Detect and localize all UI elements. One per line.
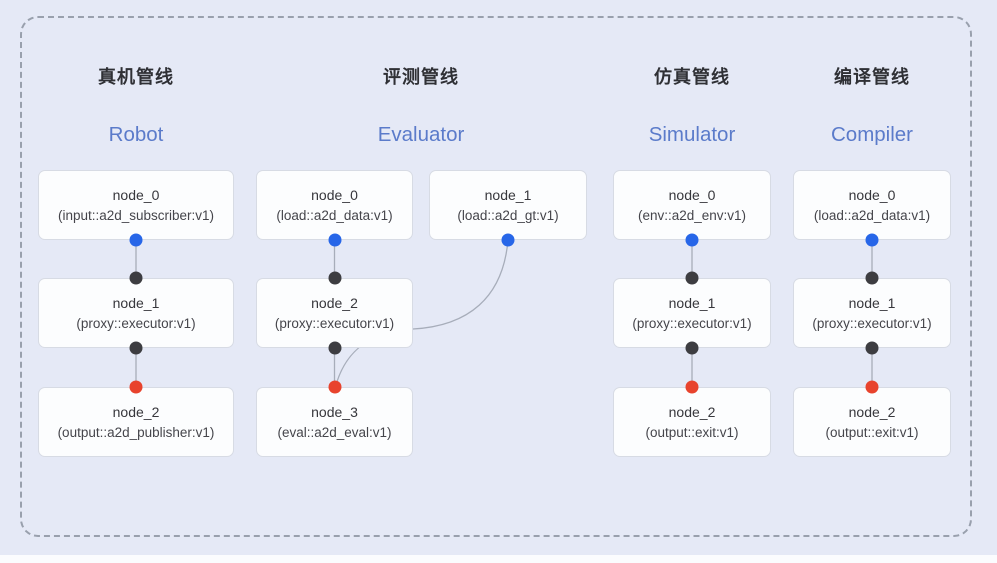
node-box-evaluator-node2: node_2 (proxy::executor:v1) [256,278,413,348]
pipeline-title-zh-compiler: 编译管线 [834,67,910,87]
pipeline-title-en-robot: Robot [108,123,164,146]
node-title: node_1 [112,294,160,311]
node-title: node_1 [848,294,896,311]
node-subtitle: (output::exit:v1) [825,424,919,440]
node-box-robot-node1: node_1 (proxy::executor:v1) [38,278,234,348]
port-dot-red [685,380,699,394]
node-box-robot-node0: node_0 (input::a2d_subscriber:v1) [38,170,234,240]
node-box-compiler-node0: node_0 (load::a2d_data:v1) [793,170,951,240]
node-title: node_1 [668,294,716,311]
port-dot-red [865,380,879,394]
node-box-simulator-node0: node_0 (env::a2d_env:v1) [613,170,771,240]
node-title: node_0 [112,186,160,203]
pipeline-title-en-simulator: Simulator [648,123,736,146]
bottom-strip [0,555,997,563]
node-subtitle: (load::a2d_data:v1) [813,207,931,223]
node-subtitle: (proxy::executor:v1) [812,315,932,331]
port-dot-blue [501,233,515,247]
node-subtitle: (input::a2d_subscriber:v1) [57,207,215,223]
node-title: node_3 [311,403,358,420]
port-dot-blue [328,233,341,247]
node-title: node_0 [668,186,716,203]
port-dot-blue [865,233,879,247]
port-dot-dark [129,341,143,355]
node-subtitle: (proxy::executor:v1) [274,315,395,331]
node-box-evaluator-node0: node_0 (load::a2d_data:v1) [256,170,413,240]
node-title: node_2 [668,403,716,420]
node-title: node_1 [484,186,532,203]
node-title: node_2 [311,294,358,311]
node-subtitle: (load::a2d_gt:v1) [457,207,559,223]
port-dot-dark [685,271,699,285]
node-subtitle: (proxy::executor:v1) [76,315,196,331]
port-dot-blue [129,233,143,247]
node-box-evaluator-node1: node_1 (load::a2d_gt:v1) [429,170,587,240]
port-dot-blue [685,233,699,247]
node-box-simulator-node1: node_1 (proxy::executor:v1) [613,278,771,348]
port-dot-dark [865,341,879,355]
node-box-compiler-node1: node_1 (proxy::executor:v1) [793,278,951,348]
node-subtitle: (output::a2d_publisher:v1) [57,424,215,440]
node-title: node_0 [311,186,358,203]
port-dot-red [129,380,143,394]
edge-eval-1-3-curve [335,239,509,386]
port-dot-red [328,380,341,394]
node-box-compiler-node2: node_2 (output::exit:v1) [793,387,951,457]
node-subtitle: (output::exit:v1) [645,424,739,440]
port-dot-dark [685,341,699,355]
node-box-simulator-node2: node_2 (output::exit:v1) [613,387,771,457]
pipeline-title-zh-robot: 真机管线 [98,67,174,87]
pipeline-title-zh-evaluator: 评测管线 [383,67,459,87]
node-subtitle: (env::a2d_env:v1) [637,207,747,223]
pipeline-title-zh-simulator: 仿真管线 [654,67,730,87]
node-title: node_2 [112,403,160,420]
node-title: node_2 [848,403,896,420]
node-box-evaluator-node3: node_3 (eval::a2d_eval:v1) [256,387,413,457]
node-box-robot-node2: node_2 (output::a2d_publisher:v1) [38,387,234,457]
pipeline-title-en-evaluator: Evaluator [377,123,465,146]
port-dot-dark [129,271,143,285]
port-dot-dark [865,271,879,285]
node-subtitle: (load::a2d_data:v1) [276,207,393,223]
node-title: node_0 [848,186,896,203]
port-dot-dark [328,341,341,355]
node-subtitle: (proxy::executor:v1) [632,315,752,331]
port-dot-dark [328,271,341,285]
pipeline-title-en-compiler: Compiler [830,123,914,146]
node-subtitle: (eval::a2d_eval:v1) [277,424,392,440]
